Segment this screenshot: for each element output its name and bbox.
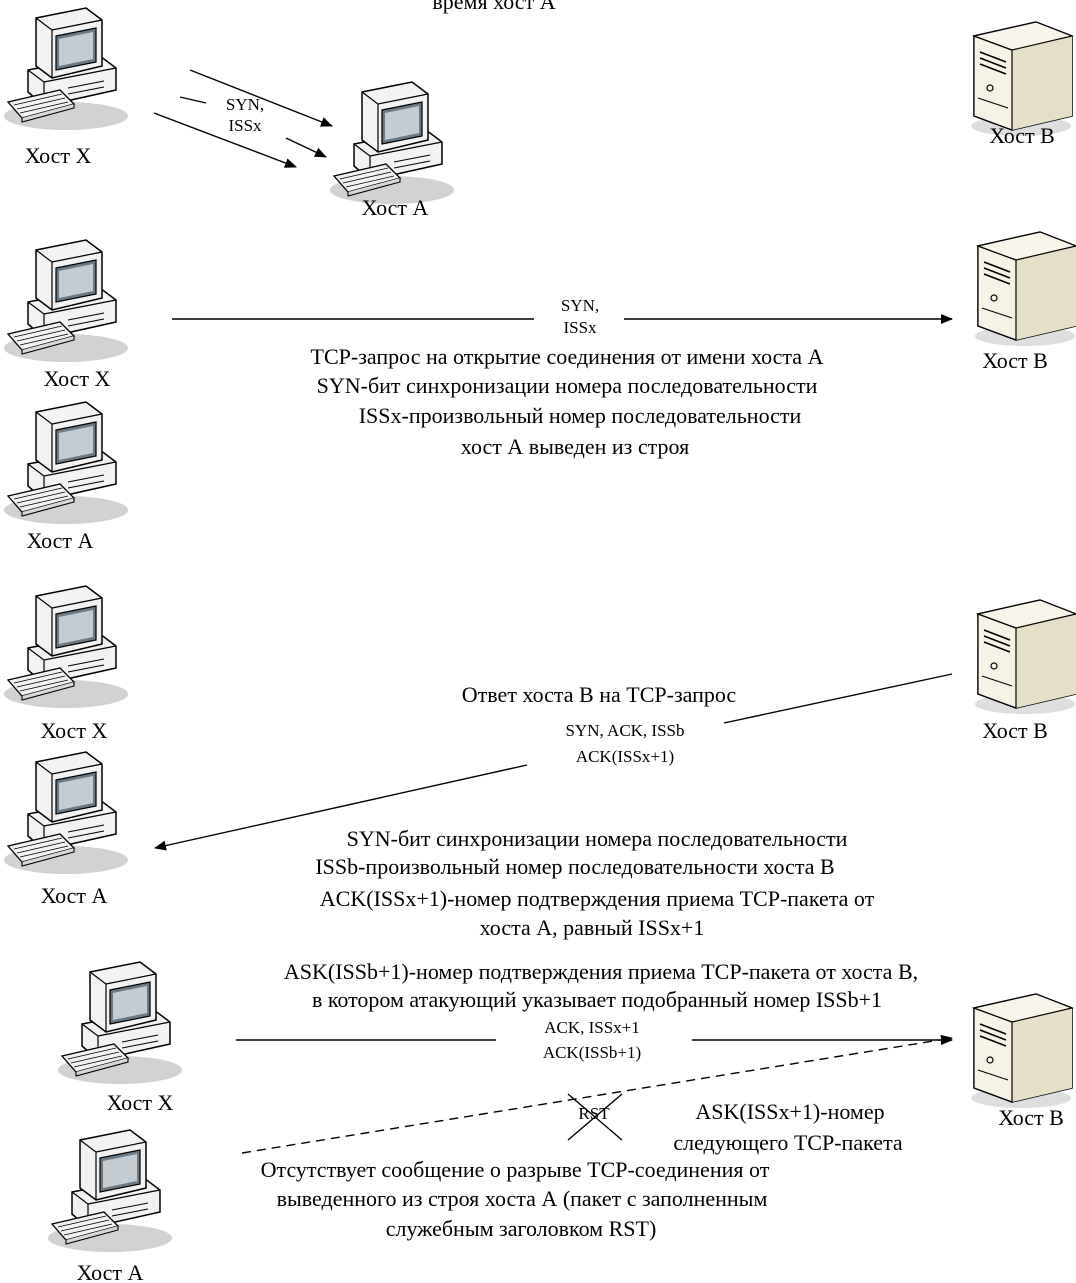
host-a-computer-icon <box>329 81 455 205</box>
host-b-label: Хост B <box>982 348 1048 373</box>
host-a-computer-icon <box>3 751 129 875</box>
scene4-note-bottom-1: Отсутствует сообщение о разрыве TCP-соед… <box>261 1157 770 1182</box>
scene4-packet-line1: ACK, ISSx+1 <box>544 1018 640 1037</box>
host-a-computer-icon <box>47 1129 173 1253</box>
host-b-label: Хост В <box>998 1105 1064 1130</box>
host-x-label: Хост X <box>44 366 111 391</box>
top-caption-fragment: время хост А <box>432 0 555 14</box>
scene3-note-1: SYN-бит синхронизации номера последовате… <box>347 826 848 851</box>
host-x-label: Хост X <box>41 718 108 743</box>
scene1-packet-line2: ISSx <box>228 116 262 135</box>
host-a-label: Хост А <box>77 1260 144 1283</box>
host-b-server-icon <box>970 21 1073 137</box>
scene3-packet-line1: SYN, ACK, ISSb <box>565 721 684 740</box>
host-a-label: Хост А <box>41 883 108 908</box>
scene4-note-top-1: ASK(ISSb+1)-номер подтверждения приема T… <box>284 959 918 984</box>
syn-flood-arrows <box>153 69 333 168</box>
host-b-label: Хост B <box>982 718 1048 743</box>
host-a-label: Хост А <box>27 528 94 553</box>
scene2-note-2: SYN-бит синхронизации номера последовате… <box>317 373 818 398</box>
scene3-note-2: ISSb-произвольный номер последовательнос… <box>315 854 834 879</box>
host-a-computer-icon <box>3 401 129 525</box>
host-x-computer-icon <box>3 7 129 131</box>
host-x-computer-icon <box>57 961 183 1085</box>
scene3-packet-line2: ACK(ISSx+1) <box>576 747 674 766</box>
scene3-title: Ответ хоста В на TCP-запрос <box>462 682 737 707</box>
scene2-packet-line2: ISSx <box>563 318 597 337</box>
scene3-note-4: хоста А, равный ISSx+1 <box>480 915 705 940</box>
rst-crossed-out: RST <box>567 1093 623 1141</box>
scene4-note-bottom-2: выведенного из строя хоста А (пакет с за… <box>277 1186 768 1211</box>
scene4-note-top-2: в котором атакующий указывает подобранны… <box>312 987 882 1012</box>
scene2-note-1: TCP-запрос на открытие соединения от име… <box>311 344 824 369</box>
host-x-computer-icon <box>3 239 129 363</box>
host-b-label: Хост B <box>989 123 1055 148</box>
scene1-packet-line1: SYN, <box>226 95 264 114</box>
host-b-server-icon <box>974 599 1076 715</box>
scene2-note-4: хост А выведен из строя <box>461 434 689 459</box>
host-x-label: Хост X <box>25 143 92 168</box>
host-b-server-icon <box>974 231 1076 347</box>
cross-line-2 <box>567 1093 623 1141</box>
scene4-note-bottom-3: служебным заголовком RST) <box>386 1216 657 1241</box>
scene3-note-3: ACK(ISSx+1)-номер подтверждения приема T… <box>320 886 875 911</box>
scene4-packet-line2: ACK(ISSb+1) <box>543 1043 641 1062</box>
scene4-next-packet-2: следующего TCP-пакета <box>673 1130 903 1155</box>
scene2-packet-line1: SYN, <box>561 296 599 315</box>
scene2-note-3: ISSx-произвольный номер последовательнос… <box>359 403 802 428</box>
host-b-server-icon <box>970 993 1073 1109</box>
host-a-label: Хост А <box>362 195 429 220</box>
host-x-computer-icon <box>3 585 129 709</box>
syn-ack-response-arrow <box>154 673 953 851</box>
scene4-next-packet-1: ASK(ISSx+1)-номер <box>695 1099 884 1124</box>
host-x-label: Хост X <box>107 1090 174 1115</box>
